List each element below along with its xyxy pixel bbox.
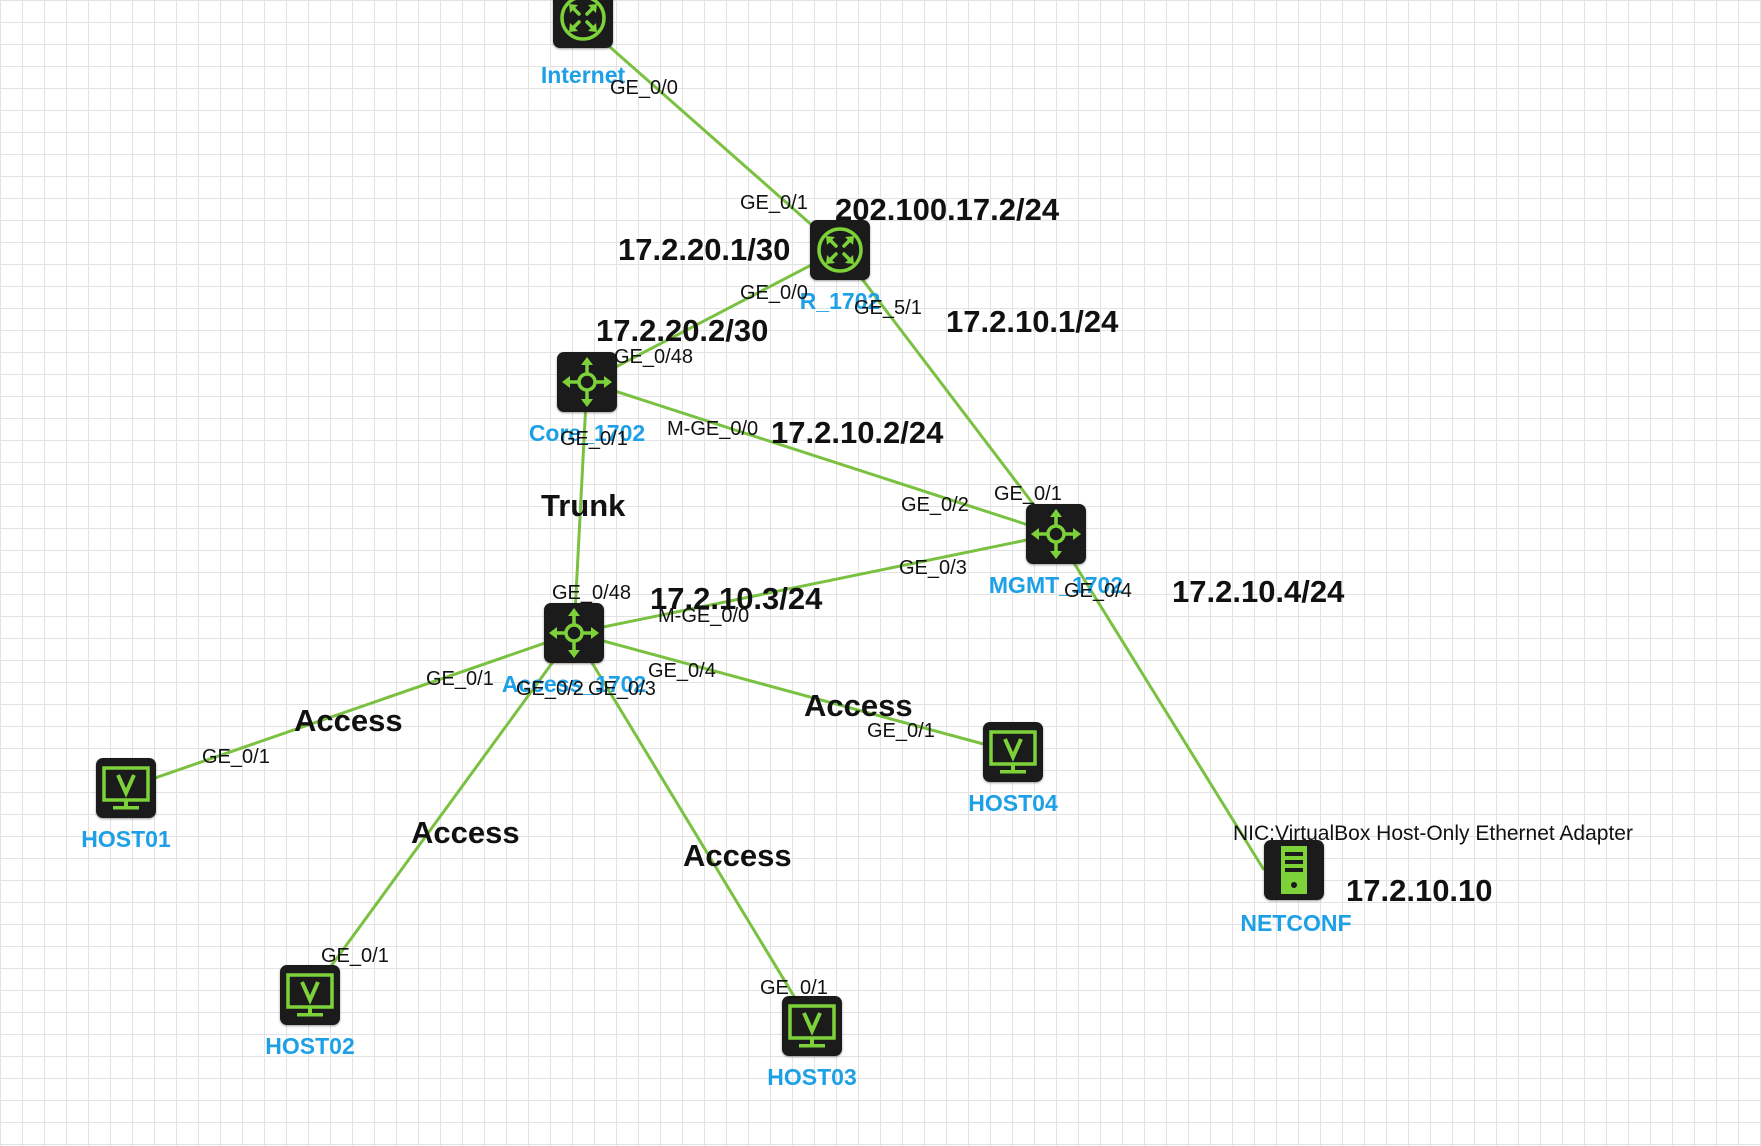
ip-label: 17.2.10.2/24	[771, 415, 944, 450]
port-label: GE_0/1	[426, 668, 494, 690]
link-access1702-mgmt1702[interactable]	[573, 532, 1057, 635]
mgmt1702-switch-icon[interactable]	[1026, 504, 1086, 564]
port-label: GE_0/1	[867, 720, 935, 742]
core1702-label: Core_1702	[528, 420, 646, 446]
ip-label: 17.2.10.4/24	[1172, 574, 1345, 609]
link-label-access: Access	[294, 703, 403, 738]
internet-router-icon[interactable]	[553, 0, 613, 48]
port-label: GE_0/4	[1064, 580, 1132, 602]
ip-label: 202.100.17.2/24	[835, 192, 1060, 227]
port-label: GE_0/1	[740, 192, 808, 214]
netconf-nic-label: NIC:VirtualBox Host-Only Ethernet Adapte…	[1233, 822, 1633, 845]
r1702-router-icon[interactable]	[810, 220, 870, 280]
netconf-server-icon[interactable]	[1264, 840, 1324, 900]
access1702-label: Access_1702	[501, 671, 647, 697]
internet-label: Internet	[540, 62, 626, 88]
port-label: GE_0/1	[321, 945, 389, 967]
link-label-access: Access	[411, 815, 520, 850]
port-label: GE_0/0	[740, 282, 808, 304]
link-mgmt1702-netconf[interactable]	[1054, 533, 1266, 871]
port-label: M-GE_0/0	[667, 418, 759, 440]
ip-label: 17.2.10.1/24	[946, 304, 1119, 339]
port-label: GE_0/1	[760, 977, 828, 999]
port-label: GE_0/4	[648, 660, 716, 682]
host03-label: HOST03	[767, 1064, 857, 1090]
port-label: GE_0/48	[614, 346, 693, 368]
port-label: M-GE_0/0	[658, 605, 750, 627]
port-label: GE_0/2	[516, 678, 584, 700]
link-access1702-host01[interactable]	[125, 631, 575, 790]
link-core1702-access1702[interactable]	[572, 381, 589, 634]
link-access1702-host02[interactable]	[308, 632, 576, 996]
mgmt1702-label: MGMT_1702	[988, 572, 1124, 598]
link-access1702-host03[interactable]	[572, 632, 814, 1027]
link-r1702-core1702[interactable]	[586, 248, 841, 384]
port-label: GE_0/48	[552, 582, 631, 604]
link-access1702-host04[interactable]	[573, 631, 1014, 754]
host04-monitor-icon[interactable]	[983, 722, 1043, 782]
port-label: GE_0/3	[899, 557, 967, 579]
r1702-label: R_1702	[799, 288, 881, 314]
netconf-label: NETCONF	[1240, 910, 1352, 936]
port-label: GE_0/3	[588, 678, 656, 700]
port-label: GE_5/1	[854, 297, 922, 319]
port-label: GE_0/1	[560, 428, 628, 450]
ip-label: 17.2.10.10	[1346, 873, 1493, 908]
host01-label: HOST01	[81, 826, 171, 852]
link-label-access: Access	[683, 838, 792, 873]
port-label: GE_0/1	[202, 746, 270, 768]
ip-label: 17.2.10.3/24	[650, 581, 823, 616]
link-internet-r1702[interactable]	[584, 23, 841, 252]
host02-monitor-icon[interactable]	[280, 965, 340, 1025]
port-label: GE_0/2	[901, 494, 969, 516]
ip-label: 17.2.20.1/30	[618, 232, 791, 267]
link-label-access: Access	[804, 688, 913, 723]
link-label-trunk: Trunk	[541, 488, 626, 523]
host03-monitor-icon[interactable]	[782, 996, 842, 1056]
access1702-switch-icon[interactable]	[544, 603, 604, 663]
ip-label: 17.2.20.2/30	[596, 313, 769, 348]
core1702-switch-icon[interactable]	[557, 352, 617, 412]
port-label: GE_0/0	[610, 77, 678, 99]
port-label: GE_0/1	[994, 483, 1062, 505]
link-core1702-mgmt1702[interactable]	[586, 380, 1057, 536]
host01-monitor-icon[interactable]	[96, 758, 156, 818]
host02-label: HOST02	[265, 1033, 355, 1059]
host04-label: HOST04	[968, 790, 1058, 816]
link-r1702-mgmt1702[interactable]	[838, 249, 1058, 535]
